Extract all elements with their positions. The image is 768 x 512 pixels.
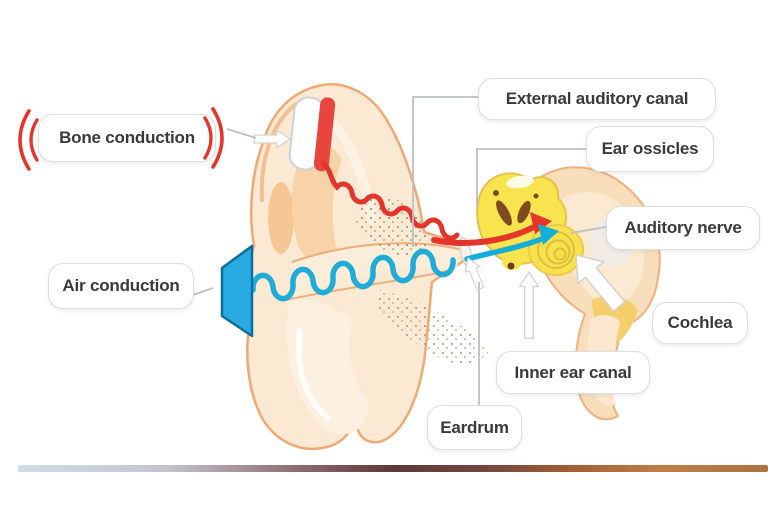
red-arrowhead-icon	[530, 212, 552, 234]
air-conduction-text: Air conduction	[62, 276, 180, 295]
inner-ear-canal-pointer-arrow-icon	[519, 271, 539, 339]
bottom-gradient-band	[18, 465, 768, 472]
auditory-nerve-connector-line	[570, 226, 607, 234]
bone-conduction-text: Bone conduction	[59, 128, 195, 147]
bone-conduction-sound-marks-left-icon	[14, 108, 40, 177]
label-air-conduction: Air conduction	[48, 263, 194, 309]
air-conduction-wave	[250, 224, 559, 302]
label-external-auditory-canal: External auditory canal	[478, 78, 716, 120]
external-auditory-canal-shape	[285, 197, 490, 364]
bone-conduction-device	[288, 96, 336, 172]
label-inner-ear-canal: Inner ear canal	[496, 351, 650, 394]
cochlea-text: Cochlea	[667, 313, 733, 332]
cyan-arrowhead-icon	[538, 224, 559, 245]
label-bone-conduction: Bone conduction	[38, 114, 216, 162]
external-auditory-canal-text: External auditory canal	[505, 89, 689, 108]
bone-conduction-pointer-arrow-icon	[253, 129, 291, 149]
speaker-icon	[220, 244, 254, 338]
external-auditory-canal-connector-line	[412, 96, 478, 247]
bone-conduction-sound-marks-right-icon	[202, 106, 228, 175]
bone-conduction-connector-line	[226, 128, 257, 139]
cochlea-pointer-arrow-icon	[575, 254, 626, 312]
bone-conduction-wave	[320, 160, 552, 246]
label-auditory-nerve: Auditory nerve	[606, 206, 760, 250]
label-eardrum: Eardrum	[427, 405, 522, 450]
eardrum-text: Eardrum	[440, 417, 509, 437]
auditory-nerve-text: Auditory nerve	[624, 218, 742, 237]
inner-ear-canal-text: Inner ear canal	[514, 362, 632, 382]
ear-ossicles-connector-line	[476, 148, 586, 206]
label-cochlea: Cochlea	[652, 302, 748, 344]
label-ear-ossicles: Ear ossicles	[586, 126, 714, 172]
ear-ossicles-text: Ear ossicles	[601, 139, 699, 158]
